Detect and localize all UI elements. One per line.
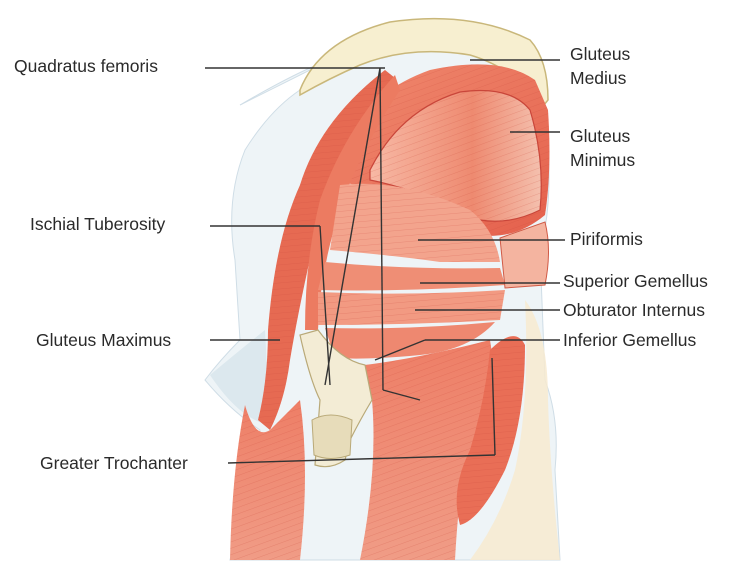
label-gluteus-medius: Gluteus Medius <box>570 43 630 90</box>
label-inferior-gemellus: Inferior Gemellus <box>563 329 696 353</box>
label-obturator-internus: Obturator Internus <box>563 299 705 323</box>
label-gluteus-minimus: Gluteus Minimus <box>570 125 635 172</box>
label-gluteus-minimus-line1: Gluteus <box>570 125 635 149</box>
label-ischial-tuberosity: Ischial Tuberosity <box>30 213 165 237</box>
label-greater-trochanter: Greater Trochanter <box>40 452 188 476</box>
label-piriformis: Piriformis <box>570 228 643 252</box>
label-gluteus-medius-line1: Gluteus <box>570 43 630 67</box>
label-gluteus-maximus: Gluteus Maximus <box>36 329 171 353</box>
label-quadratus-femoris: Quadratus femoris <box>14 55 158 79</box>
label-superior-gemellus: Superior Gemellus <box>563 270 708 294</box>
label-gluteus-medius-line2: Medius <box>570 67 630 91</box>
label-gluteus-minimus-line2: Minimus <box>570 149 635 173</box>
